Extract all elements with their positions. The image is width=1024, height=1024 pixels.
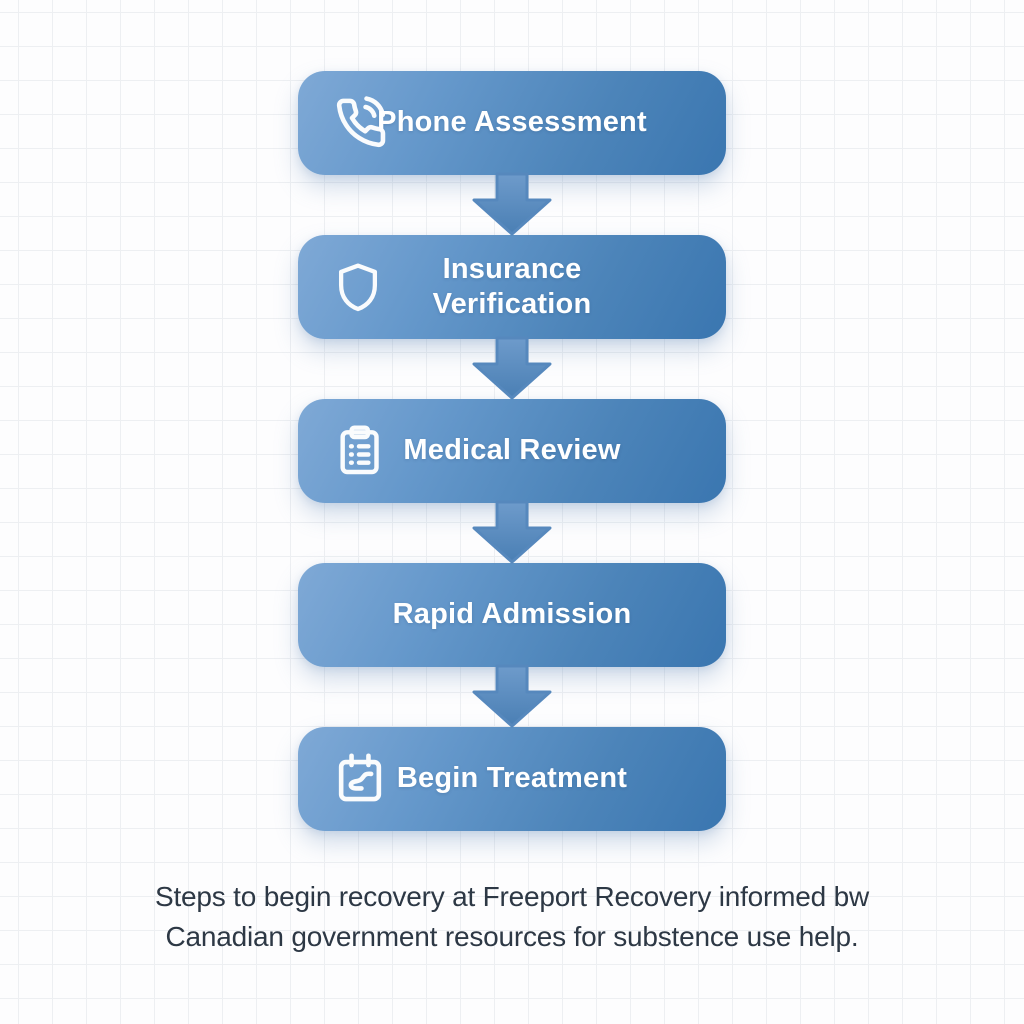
caption: Steps to begin recovery at Freeport Reco… [154,881,870,952]
step-rapid-admission: Rapid Admission [298,563,726,667]
step-label: Medical Review [403,434,621,467]
step-medical-review: Medical Review [298,399,726,503]
phone-waves-icon [331,94,389,152]
down-arrow [472,172,552,236]
down-arrow [472,664,552,728]
step-label: Phone Assessment [377,106,647,139]
shield-icon [331,257,385,317]
process-flow: Phone Assessment Insurance Verification [154,71,870,952]
step-label: Rapid Admission [392,598,632,631]
down-arrow [472,336,552,400]
step-begin-treatment: Begin Treatment [298,727,726,831]
step-phone-assessment: Phone Assessment [298,71,726,175]
clipboard-list-icon [331,421,387,481]
step-label: Insurance Verification [432,252,592,320]
calendar-route-icon [331,750,389,808]
step-insurance-verification: Insurance Verification [298,235,726,339]
step-label: Begin Treatment [396,762,628,795]
down-arrow [472,500,552,564]
